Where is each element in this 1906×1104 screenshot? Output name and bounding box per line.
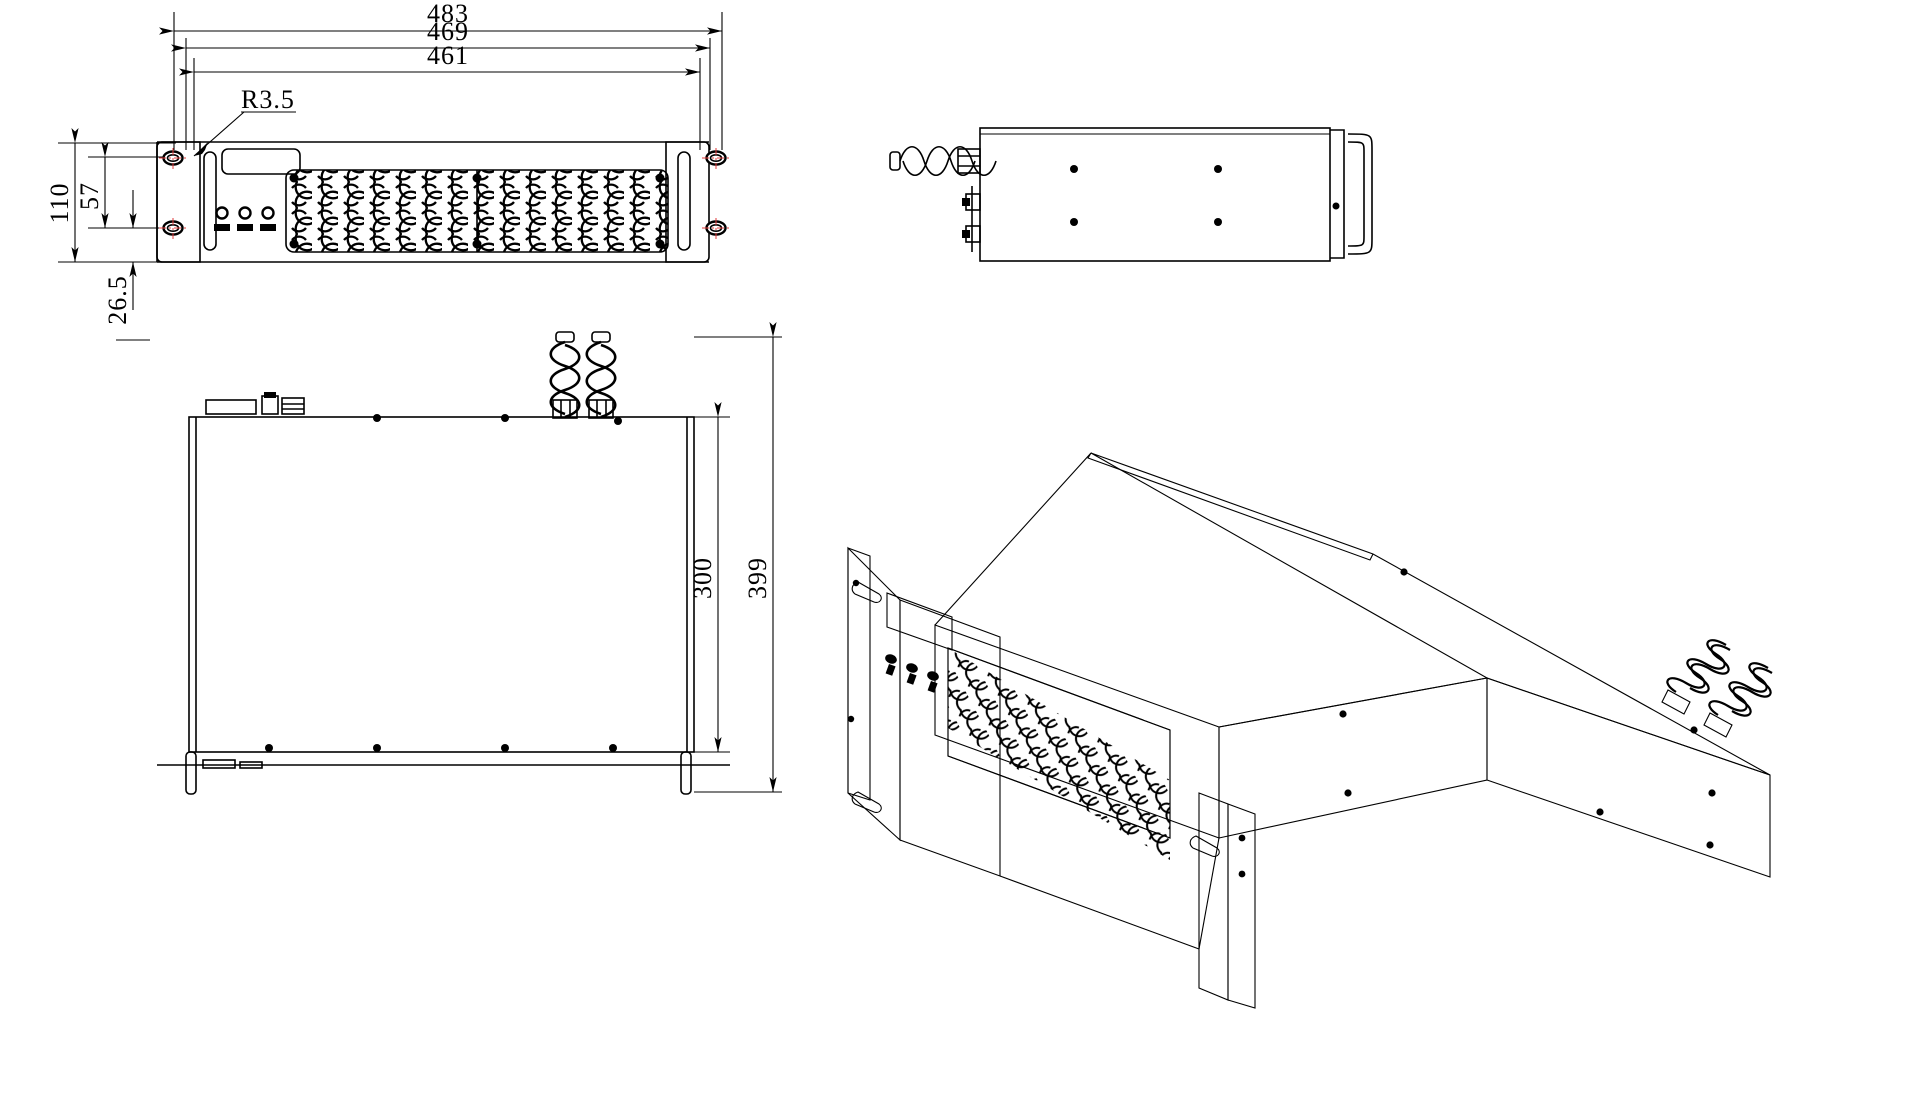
rack-ear-right-topview bbox=[680, 751, 692, 795]
iso-ventilation-mesh bbox=[947, 647, 1171, 860]
dimension-300-label: 300 bbox=[688, 557, 717, 599]
dimension-399: 399 bbox=[694, 322, 782, 793]
led-indicator-3 bbox=[261, 206, 275, 220]
dimension-469-label: 469 bbox=[427, 17, 469, 46]
top-view-group: 300 399 bbox=[157, 322, 782, 795]
iso-rack-ear-right bbox=[1189, 792, 1256, 1009]
iso-led-3 bbox=[927, 671, 939, 681]
mount-hole-bottom-left bbox=[159, 218, 188, 239]
iso-led-1 bbox=[885, 654, 897, 664]
top-screw-2 bbox=[501, 414, 509, 422]
iso-led-group bbox=[885, 654, 939, 693]
led-indicator-1 bbox=[215, 206, 229, 220]
side-view-group bbox=[889, 127, 1373, 262]
dimension-399-label: 399 bbox=[743, 557, 772, 599]
dimension-r3-5-label: R3.5 bbox=[241, 85, 295, 114]
top-screw-4 bbox=[265, 744, 273, 752]
handle-slot-left bbox=[203, 151, 217, 251]
ventilation-mesh-grille bbox=[285, 169, 669, 253]
side-screw-3 bbox=[1214, 165, 1222, 173]
iso-front-panel bbox=[847, 546, 901, 842]
led-indicator-2 bbox=[238, 206, 252, 220]
coiled-antenna-top-1 bbox=[549, 331, 581, 419]
dimension-469: 469 bbox=[171, 17, 711, 150]
coiled-antenna-top-2 bbox=[585, 331, 617, 419]
iso-coiled-antenna-1 bbox=[1661, 639, 1731, 715]
side-screw-2 bbox=[1070, 218, 1078, 226]
iso-rack-ear-left bbox=[847, 547, 882, 813]
dimension-461-label: 461 bbox=[427, 41, 469, 70]
rear-mount-bracket bbox=[1330, 129, 1373, 259]
dimension-57-label: 57 bbox=[75, 182, 104, 210]
dimension-483-label: 483 bbox=[427, 0, 469, 28]
top-screw-5 bbox=[373, 744, 381, 752]
rear-connector-block bbox=[205, 392, 305, 415]
rack-ear-left-topview bbox=[185, 751, 197, 795]
side-screw-4 bbox=[1214, 218, 1222, 226]
dimension-r3-5: R3.5 bbox=[193, 85, 296, 157]
side-screw-1 bbox=[1070, 165, 1078, 173]
rack-mount-ear-left bbox=[157, 141, 201, 263]
iso-coiled-antenna-2 bbox=[1703, 662, 1773, 738]
iso-display-window bbox=[886, 592, 953, 651]
dimension-483: 483 bbox=[159, 0, 723, 150]
dimension-57: 57 bbox=[75, 142, 172, 229]
front-view-group: 483 469 461 R3.5 110 bbox=[45, 0, 730, 341]
mount-hole-top-right bbox=[702, 148, 730, 169]
top-screw-6 bbox=[501, 744, 509, 752]
coiled-antenna-side bbox=[889, 145, 997, 177]
top-screw-3 bbox=[614, 417, 622, 425]
dimension-110-label: 110 bbox=[45, 182, 74, 223]
display-label-window bbox=[221, 148, 301, 175]
dimension-26-5-label: 26.5 bbox=[103, 275, 132, 325]
dimension-300: 300 bbox=[688, 402, 730, 753]
handle-slot-right bbox=[677, 151, 691, 251]
dimension-26-5: 26.5 bbox=[103, 190, 172, 341]
io-connector-upper bbox=[962, 193, 981, 211]
iso-top-cover bbox=[1090, 452, 1771, 776]
mount-hole-top-left bbox=[159, 148, 188, 169]
iso-led-2 bbox=[906, 663, 918, 673]
mount-hole-bottom-right bbox=[702, 218, 730, 239]
isometric-view-group bbox=[847, 452, 1773, 1009]
led-indicator-group bbox=[214, 206, 276, 231]
top-screw-7 bbox=[609, 744, 617, 752]
iso-right-side-panel bbox=[1486, 677, 1771, 878]
top-screw-1 bbox=[373, 414, 381, 422]
rack-mount-ear-right bbox=[665, 141, 730, 263]
io-connector-lower bbox=[962, 225, 981, 243]
dimension-461: 461 bbox=[179, 41, 701, 150]
